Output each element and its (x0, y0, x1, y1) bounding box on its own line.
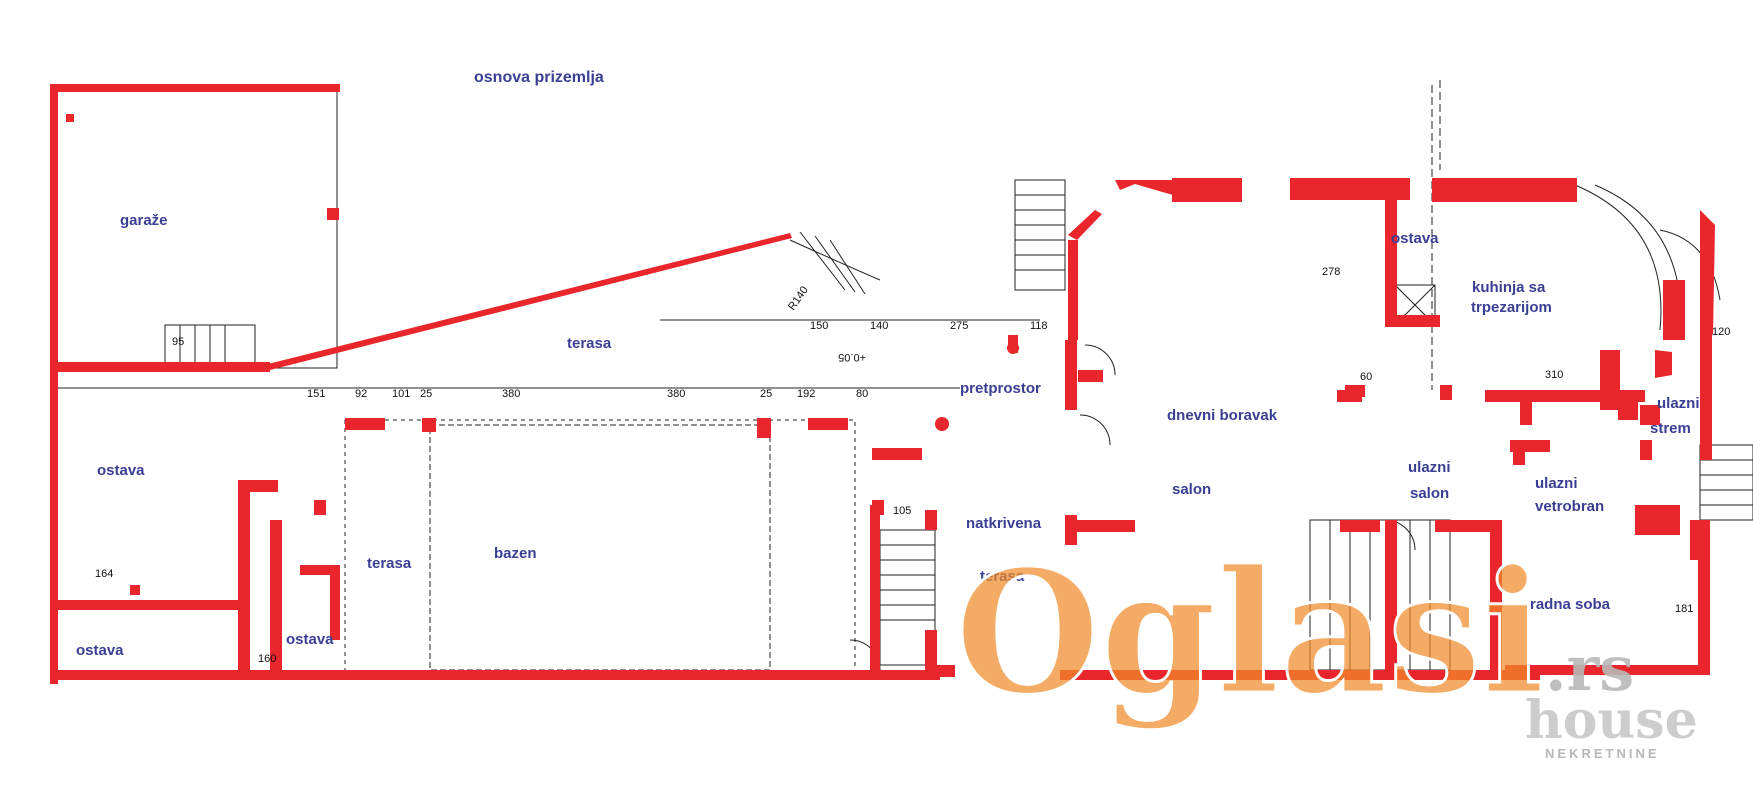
dim-level: +0.05 (838, 351, 866, 363)
dim-25b: 25 (760, 388, 772, 400)
label-radna-soba: radna soba (1530, 596, 1611, 613)
label-dnevni-boravak: dnevni boravak (1167, 407, 1278, 424)
label-ulazni-strem-1: ulazni (1657, 395, 1700, 412)
plan-walls (50, 84, 1715, 684)
dim-310: 310 (1545, 369, 1563, 381)
room-labels: osnova prizemlja garaže ostava ostava os… (76, 69, 1700, 659)
dim-92: 92 (355, 388, 367, 400)
dim-380b: 380 (667, 388, 685, 400)
label-kuhinja-2: trpezarijom (1471, 299, 1552, 316)
label-ostava-kitchen: ostava (1391, 230, 1439, 247)
label-ostava-bottom-left: ostava (76, 642, 124, 659)
label-kuhinja-1: kuhinja sa (1472, 279, 1546, 296)
plan-title: osnova prizemlja (474, 69, 604, 86)
dim-150: 150 (810, 320, 828, 332)
label-terasa-top: terasa (567, 335, 612, 352)
watermark-tld: .rs (1545, 632, 1634, 705)
dim-192: 192 (797, 388, 815, 400)
dim-r140: R140 (786, 284, 811, 312)
dim-275: 275 (950, 320, 968, 332)
dim-181: 181 (1675, 603, 1693, 615)
dim-164: 164 (95, 568, 113, 580)
dim-25a: 25 (420, 388, 432, 400)
label-ostava-left: ostava (97, 462, 145, 479)
dim-118: 118 (1030, 320, 1048, 332)
watermark: Oglasi .rs house NEKRETNINE (954, 532, 1698, 762)
dim-278: 278 (1322, 266, 1340, 278)
label-ulazni-strem-2: strem (1650, 420, 1691, 437)
label-terasa-left: terasa (367, 555, 412, 572)
label-bazen: bazen (494, 545, 537, 562)
watermark-sub: house (1525, 690, 1698, 751)
dim-151: 151 (307, 388, 325, 400)
dim-160: 160 (258, 653, 276, 665)
label-terasa-covered: terasa (980, 568, 1025, 585)
label-ulazni-salon-1: ulazni (1408, 459, 1451, 476)
label-salon: salon (1172, 481, 1211, 498)
label-ulazni-vetrobran-1: ulazni (1535, 475, 1578, 492)
dim-101: 101 (392, 388, 410, 400)
label-ostava-small: ostava (286, 631, 334, 648)
dim-380: 380 (502, 388, 520, 400)
watermark-brand: Oglasi (955, 533, 1545, 733)
watermark-tagline: NEKRETNINE (1545, 746, 1660, 761)
dim-80: 80 (856, 388, 868, 400)
label-ulazni-salon-2: salon (1410, 485, 1449, 502)
dim-95: 95 (172, 336, 184, 348)
dim-140: 140 (870, 320, 888, 332)
label-pretprostor: pretprostor (960, 380, 1041, 397)
dim-120: 120 (1712, 326, 1730, 338)
dim-60: 60 (1360, 371, 1372, 383)
dim-105: 105 (893, 505, 911, 517)
label-ulazni-vetrobran-2: vetrobran (1535, 498, 1604, 515)
label-natkrivena: natkrivena (966, 515, 1042, 532)
label-garaze: garaže (120, 212, 168, 229)
